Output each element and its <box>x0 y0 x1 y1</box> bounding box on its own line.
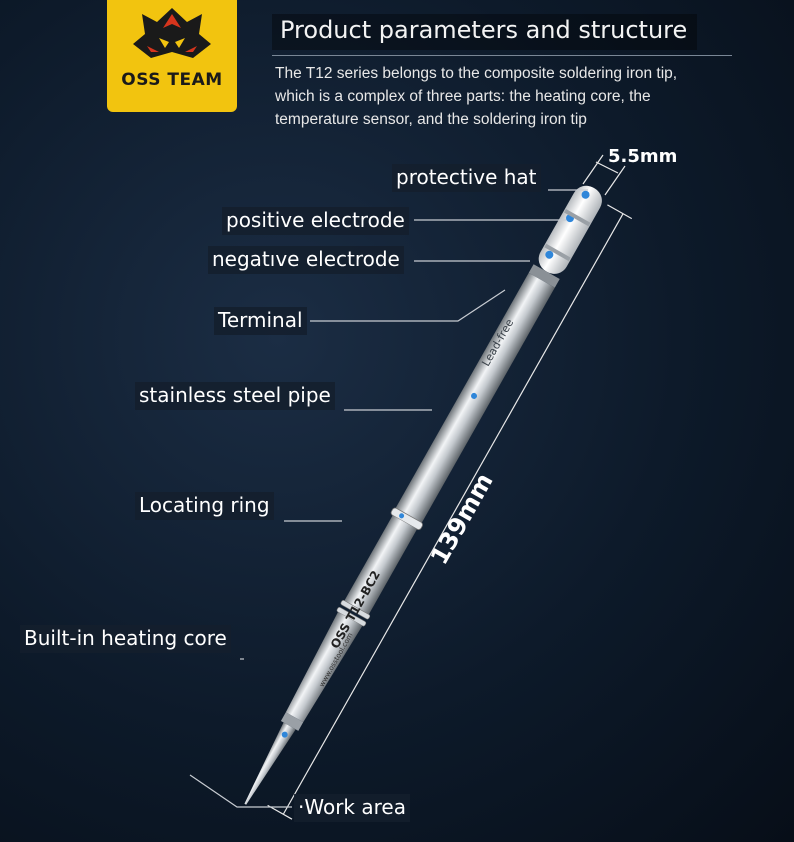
hat-contact-dot <box>581 190 590 199</box>
diameter-value: 5.5mm <box>608 146 678 167</box>
diameter-tick-right <box>604 165 626 196</box>
tiger-head-icon <box>133 8 211 58</box>
label-work-area: ·Work area <box>294 794 410 822</box>
negative-electrode-dot <box>545 250 554 259</box>
length-dimension-line <box>282 213 624 815</box>
terminal-part <box>528 264 560 288</box>
label-heating-core: Built-in heating core <box>20 625 231 653</box>
label-negative-electrode: negatıve electrode <box>208 246 404 274</box>
title-divider <box>272 55 732 56</box>
page-title: Product parameters and structure <box>272 14 698 50</box>
heating-core-part <box>344 515 418 615</box>
label-protective-hat: protective hat <box>392 164 541 192</box>
label-terminal: Terminal <box>214 307 307 335</box>
tip-marking-model: OSS T12-BC2 <box>328 568 383 651</box>
label-positive-electrode: positive electrode <box>222 207 409 235</box>
label-locating-ring: Locating ring <box>135 492 274 520</box>
work-area-part <box>244 722 296 805</box>
brand-name: OSS TEAM <box>121 70 223 90</box>
leader-lines <box>189 189 588 808</box>
protective-hat-part <box>538 185 602 274</box>
brand-logo: OSS TEAM <box>107 0 237 112</box>
product-description: The T12 series belongs to the composite … <box>275 65 678 128</box>
diameter-dimension-line <box>595 161 619 174</box>
label-stainless-steel-pipe: stainless steel pipe <box>135 382 335 410</box>
diameter-tick-left <box>582 154 604 185</box>
locating-ring-part <box>390 507 423 530</box>
